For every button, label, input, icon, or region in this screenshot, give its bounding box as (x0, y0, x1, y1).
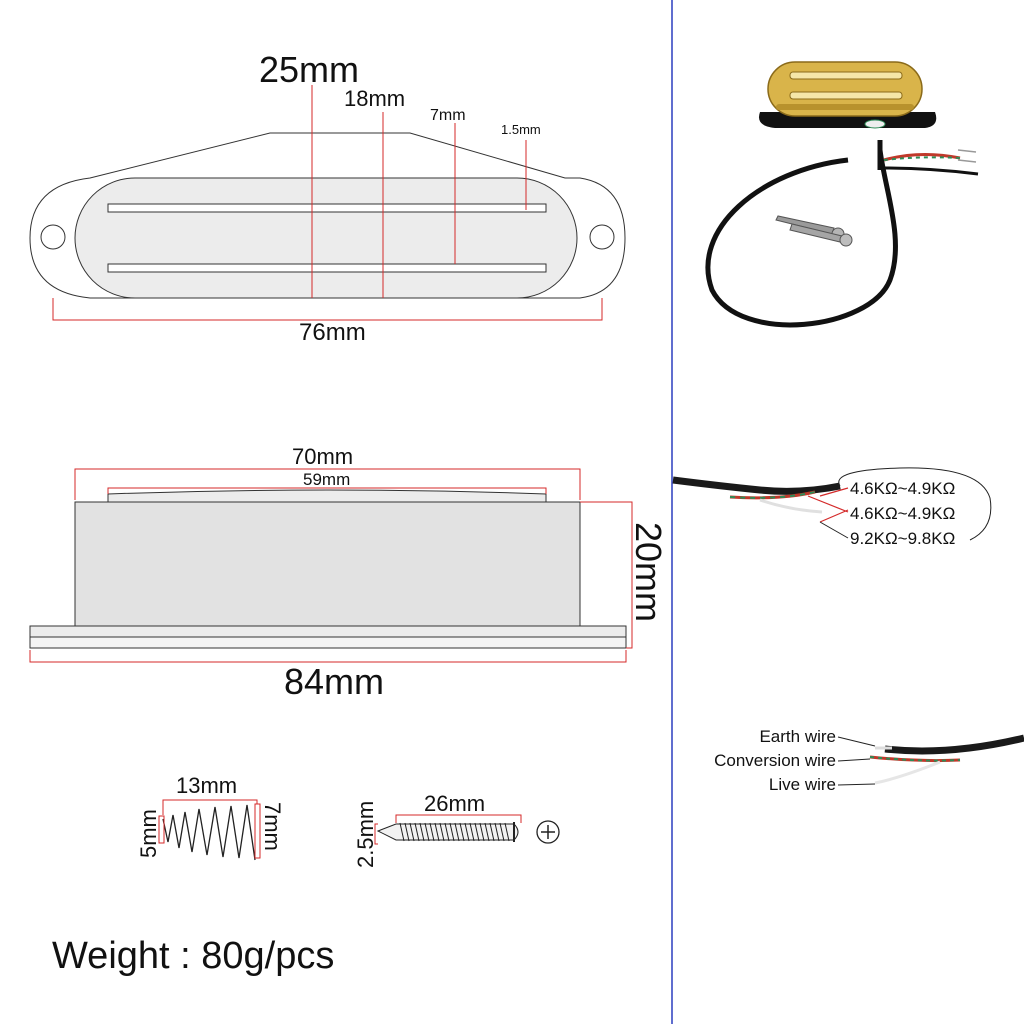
dim-18mm-label: 18mm (344, 86, 405, 111)
dim-1.5mm-label: 1.5mm (501, 122, 541, 137)
mounting-screws-icon (775, 215, 853, 247)
spring-coil (162, 804, 256, 861)
dim-59mm-label: 59mm (303, 470, 350, 489)
dim-25mm-label: 25mm (259, 49, 359, 90)
dim-76mm-label: 76mm (299, 319, 366, 346)
spring-large-diameter-label: 7mm (260, 802, 285, 851)
base-plate-top (29, 625, 627, 638)
screw-length-label: 26mm (424, 791, 485, 816)
resistance-label-1: 4.6KΩ~4.9KΩ (850, 479, 955, 498)
pickup-side-view: 70mm 59mm 84mm 20mm (29, 444, 669, 702)
wire-identification: Earth wire Conversion wire Live wire (714, 727, 1024, 794)
earth-wire-label: Earth wire (759, 727, 836, 746)
resistance-label-2: 4.6KΩ~4.9KΩ (850, 504, 955, 523)
base-plate-bottom (29, 636, 627, 649)
spring-small-diameter-label: 5mm (136, 809, 161, 858)
product-photo (705, 61, 979, 328)
live-wire-label: Live wire (769, 775, 836, 794)
rail-profile (107, 489, 547, 503)
dim-7mm-label: 7mm (430, 107, 466, 124)
dim-20mm-label: 20mm (628, 522, 669, 622)
pickup-top-view: 25mm 18mm 7mm 1.5mm 76mm (29, 49, 626, 346)
resistance-label-3: 9.2KΩ~9.8KΩ (850, 529, 955, 548)
mount-hole-left (40, 224, 66, 250)
spring-detail: 13mm 5mm 7mm (136, 773, 285, 861)
spring-end-large (254, 803, 261, 859)
weight-label: Weight : 80g/pcs (52, 935, 334, 977)
dim-84mm-label: 84mm (284, 661, 384, 702)
pickup-cover (74, 177, 578, 299)
spring-length-label: 13mm (176, 773, 237, 798)
spring-end-small (158, 815, 165, 844)
cable-icon (705, 149, 898, 328)
conversion-wire-label: Conversion wire (714, 751, 836, 770)
rail-top (107, 203, 547, 213)
mount-hole-right (589, 224, 615, 250)
resistance-diagram: 4.6KΩ~4.9KΩ 4.6KΩ~4.9KΩ 9.2KΩ~9.8KΩ (672, 467, 992, 548)
cover-side (74, 501, 581, 627)
dim-70mm-label: 70mm (292, 444, 353, 469)
screw-detail: 26mm 2.5mm (353, 791, 560, 868)
rail-bottom (107, 263, 547, 273)
screw-diameter-label: 2.5mm (353, 801, 378, 868)
